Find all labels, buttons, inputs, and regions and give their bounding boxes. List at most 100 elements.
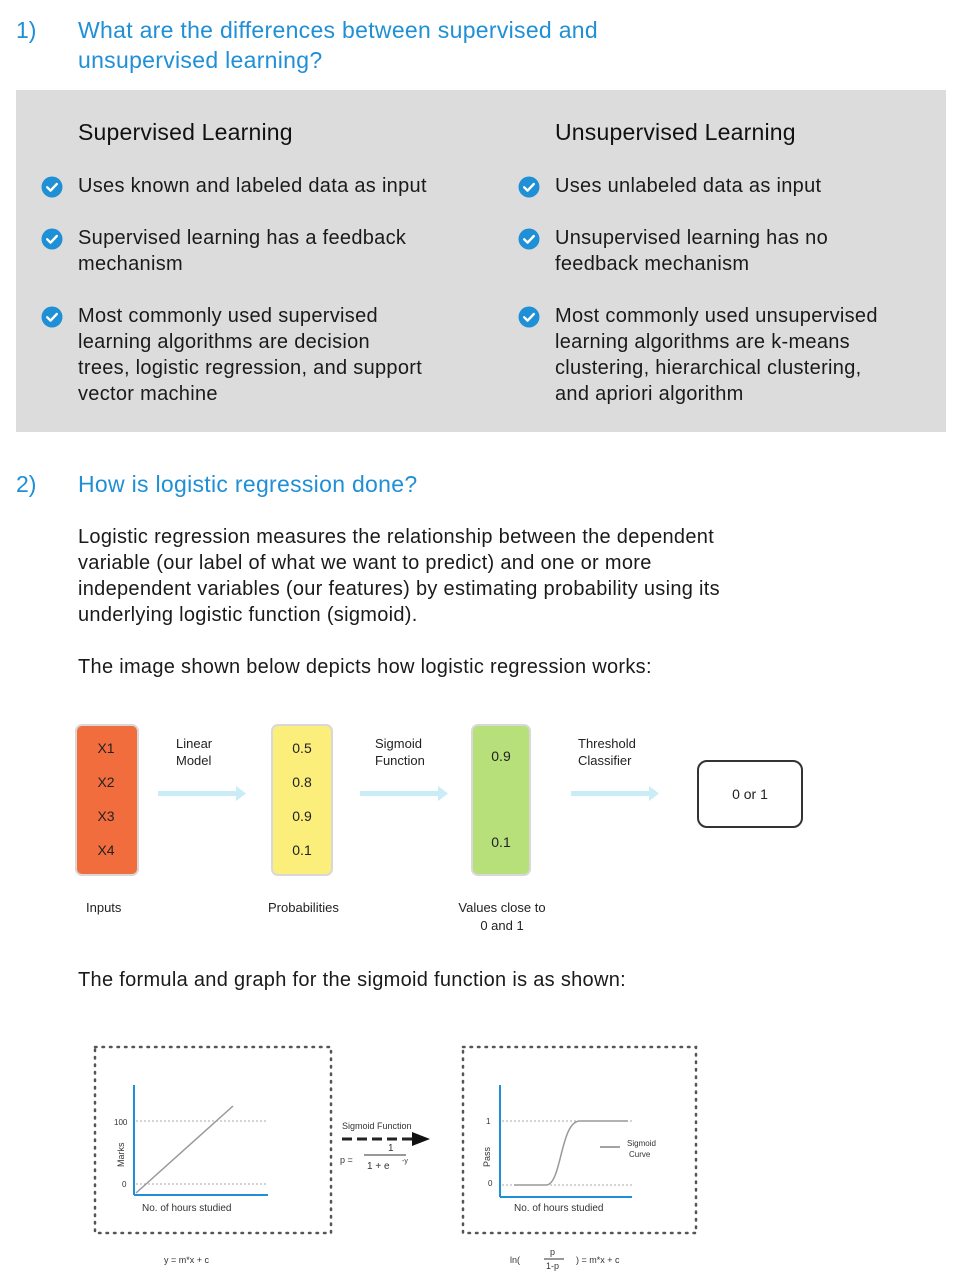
- supervised-item-3-line: vector machine: [78, 383, 218, 405]
- right-y-tick-top: 1: [486, 1117, 491, 1126]
- linear-formula: y = m*x + c: [164, 1255, 210, 1265]
- output-box: [697, 760, 803, 828]
- question-number-2: 2): [16, 471, 37, 497]
- unsupervised-item-1: Uses unlabeled data as input: [555, 173, 821, 199]
- linear-model-label: Model: [176, 753, 212, 768]
- check-circle-icon: [518, 306, 540, 328]
- sigmoid-p-equals: p =: [340, 1155, 353, 1165]
- check-circle-icon: [518, 176, 540, 198]
- threshold-classifier-label: Threshold: [578, 736, 636, 751]
- right-graph-frame: [461, 1045, 698, 1235]
- probability-value: 0.1: [292, 842, 312, 858]
- input-label: X3: [97, 808, 114, 824]
- supervised-item-2-line: Supervised learning has a feedback: [78, 227, 407, 249]
- unsupervised-item-2: Unsupervised learning has no feedback me…: [555, 225, 828, 277]
- left-graph-frame: [93, 1045, 333, 1235]
- arrow-head-icon: [438, 786, 448, 801]
- question-number-1: 1): [16, 17, 37, 43]
- supervised-item-3-line: Most commonly used supervised: [78, 305, 378, 327]
- check-circle-icon: [518, 228, 540, 250]
- sigmoid-exponent: -y: [402, 1158, 408, 1165]
- unsupervised-heading: Unsupervised Learning: [555, 119, 796, 145]
- sigmoid-numerator: 1: [388, 1143, 394, 1154]
- linear-regression-line: [135, 1105, 234, 1194]
- supervised-item-3-line: trees, logistic regression, and support: [78, 357, 423, 379]
- question-title-1: What are the differences between supervi…: [78, 15, 598, 75]
- question-title-1-line1: What are the differences between supervi…: [78, 17, 598, 43]
- sigmoid-function-caption: Sigmoid Function: [342, 1121, 412, 1131]
- question-title-2: How is logistic regression done?: [78, 471, 418, 497]
- values-caption: 0 and 1: [480, 918, 523, 933]
- left-y-axis-label: Marks: [116, 1142, 126, 1167]
- paragraph-line: variable (our label of what we want to p…: [78, 552, 652, 574]
- supervised-item-2-line: mechanism: [78, 253, 183, 275]
- supervised-item-3: Most commonly used supervised learning a…: [78, 303, 422, 407]
- sigmoid-graphs-figure: 100 0 Marks No. of hours studied y = m*x…: [93, 1045, 698, 1271]
- logit-ln: ln(: [510, 1255, 520, 1265]
- logistic-regression-description: Logistic regression measures the relatio…: [78, 524, 720, 628]
- logistic-regression-flow-diagram: X1 X2 X3 X4 Inputs Linear Model 0.5 0.8 …: [75, 724, 803, 933]
- comparison-panel: Supervised Learning Unsupervised Learnin…: [16, 90, 946, 432]
- value-close-to-zero: 0.1: [491, 834, 511, 850]
- right-y-axis-label: Pass: [482, 1146, 492, 1167]
- check-circle-icon: [41, 228, 63, 250]
- sigmoid-intro-text: The formula and graph for the sigmoid fu…: [78, 969, 626, 991]
- probability-value: 0.9: [292, 808, 312, 824]
- arrow-shaft: [571, 791, 649, 796]
- left-x-axis-label: No. of hours studied: [142, 1203, 232, 1214]
- right-x-axis-label: No. of hours studied: [514, 1203, 604, 1214]
- input-label: X2: [97, 774, 114, 790]
- supervised-item-3-line: learning algorithms are decision: [78, 331, 370, 353]
- paragraph-line: independent variables (our features) by …: [78, 578, 720, 600]
- inputs-caption: Inputs: [86, 900, 122, 915]
- input-label: X4: [97, 842, 114, 858]
- values-caption: Values close to: [458, 900, 545, 915]
- unsupervised-item-2-line: Unsupervised learning has no: [555, 227, 829, 249]
- arrow-shaft: [360, 791, 438, 796]
- supervised-item-1: Uses known and labeled data as input: [78, 173, 427, 199]
- unsupervised-item-3-line: learning algorithms are k-means: [555, 331, 850, 353]
- arrow-head-icon: [412, 1132, 430, 1146]
- output-label: 0 or 1: [732, 786, 768, 802]
- unsupervised-item-3-line: clustering, hierarchical clustering,: [555, 357, 862, 379]
- probabilities-box: [271, 724, 333, 876]
- paragraph-line: underlying logistic function (sigmoid).: [78, 604, 418, 626]
- logit-p: p: [550, 1247, 555, 1257]
- supervised-item-1-line: Uses known and labeled data as input: [78, 175, 427, 197]
- sigmoid-curve-label: Sigmoid: [627, 1139, 656, 1148]
- flow-intro-text: The image shown below depicts how logist…: [78, 656, 652, 678]
- sigmoid-denominator: 1 + e: [367, 1161, 390, 1172]
- unsupervised-item-3-line: and apriori algorithm: [555, 383, 744, 405]
- left-y-tick-zero: 0: [122, 1180, 127, 1189]
- threshold-classifier-label: Classifier: [578, 753, 632, 768]
- unsupervised-item-3: Most commonly used unsupervised learning…: [555, 303, 878, 407]
- logit-rest: ) = m*x + c: [576, 1255, 620, 1265]
- unsupervised-item-3-line: Most commonly used unsupervised: [555, 305, 878, 327]
- values-box: [471, 724, 531, 876]
- right-y-tick-zero: 0: [488, 1179, 493, 1188]
- paragraph-line: Logistic regression measures the relatio…: [78, 526, 715, 548]
- arrow-head-icon: [236, 786, 246, 801]
- left-y-tick-top: 100: [114, 1118, 128, 1127]
- value-close-to-one: 0.9: [491, 748, 511, 764]
- probability-value: 0.8: [292, 774, 312, 790]
- supervised-heading: Supervised Learning: [78, 119, 293, 145]
- sigmoid-function-label: Function: [375, 753, 425, 768]
- inputs-box: [75, 724, 139, 876]
- probability-value: 0.5: [292, 740, 312, 756]
- question-title-1-line2: unsupervised learning?: [78, 47, 323, 73]
- linear-model-label: Linear: [176, 736, 213, 751]
- check-circle-icon: [41, 306, 63, 328]
- probabilities-caption: Probabilities: [268, 900, 339, 915]
- input-label: X1: [97, 740, 114, 756]
- check-circle-icon: [41, 176, 63, 198]
- logit-one-minus-p: 1-p: [546, 1261, 559, 1271]
- unsupervised-item-2-line: feedback mechanism: [555, 253, 750, 275]
- sigmoid-function-label: Sigmoid: [375, 736, 422, 751]
- unsupervised-item-1-line: Uses unlabeled data as input: [555, 175, 822, 197]
- sigmoid-curve: [514, 1120, 628, 1186]
- arrow-head-icon: [649, 786, 659, 801]
- supervised-item-2: Supervised learning has a feedback mecha…: [78, 225, 406, 277]
- arrow-shaft: [158, 791, 236, 796]
- sigmoid-curve-label: Curve: [629, 1150, 651, 1159]
